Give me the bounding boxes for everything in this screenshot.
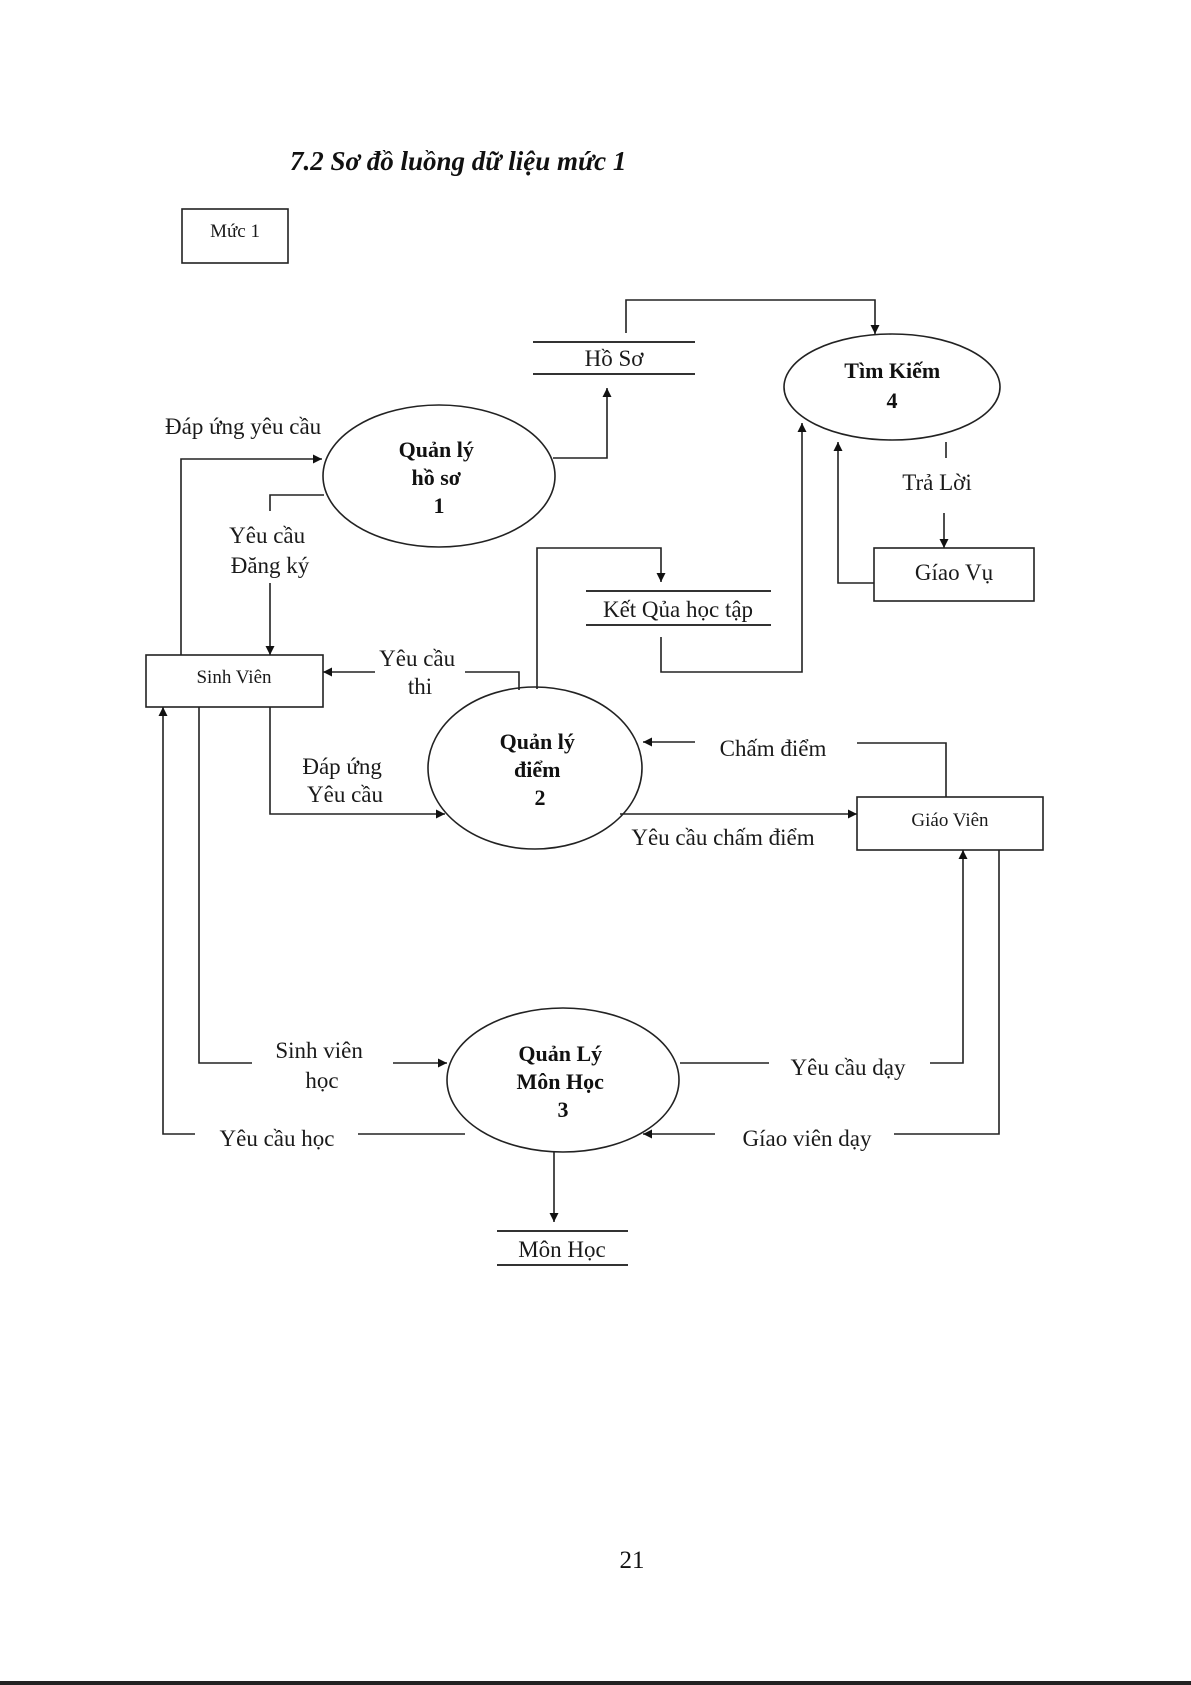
flow-label-giao-vien-day: Gíao viên dạy xyxy=(742,1126,872,1151)
entity-sinh-vien-label: Sinh Viên xyxy=(196,667,272,688)
entity-giao-vien-label: Giáo Viên xyxy=(911,810,989,831)
flow-sinh-vien-hoc-a xyxy=(198,707,252,1064)
entity-giao-vien: Giáo Viên xyxy=(856,796,1044,851)
page-number: 21 xyxy=(619,1547,645,1574)
store-mon-hoc-label: Môn Học xyxy=(518,1237,606,1262)
flow-giao-vien-day-a xyxy=(894,850,1000,1135)
store-ket-qua-label: Kết Qủa học tập xyxy=(603,597,753,622)
flow-label-sinh-vien-hoc: Sinh viên học xyxy=(275,1038,368,1093)
process-1-quan-ly-ho-so: Quản lý hồ sơ 1 xyxy=(322,404,556,548)
flow-yeu-cau-day-b xyxy=(930,850,968,1064)
store-ket-qua-hoc-tap: Kết Qủa học tập xyxy=(586,590,771,626)
flow-label-yeu-cau-dang-ky: Yêu cầu Đăng ký xyxy=(229,523,311,578)
flow-sinh-vien-to-p1 xyxy=(180,454,322,655)
entity-giao-vu-label: Gíao Vụ xyxy=(915,560,994,585)
flow-label-yeu-cau-day: Yêu cầu dạy xyxy=(791,1055,906,1080)
store-ho-so-label: Hồ Sơ xyxy=(585,346,645,371)
flow-label-tra-loi: Trả Lời xyxy=(902,470,971,495)
process-2-label: Quản lý điểm 2 xyxy=(500,729,581,810)
flow-giao-vu-to-tim-kiem xyxy=(833,442,874,584)
entity-sinh-vien: Sinh Viên xyxy=(145,654,324,708)
flow-sinh-vien-to-p2 xyxy=(269,707,445,819)
flow-p2-yeu-cau-thi-a xyxy=(465,671,520,690)
process-2-quan-ly-diem: Quản lý điểm 2 xyxy=(427,686,643,850)
flow-p2-to-ket-qua xyxy=(536,547,666,689)
flow-label-dap-ung-yeu-cau: Đáp ứng yêu cầu xyxy=(165,414,322,439)
process-1-label: Quản lý hồ sơ 1 xyxy=(399,437,480,518)
entity-giao-vu: Gíao Vụ xyxy=(873,547,1035,602)
store-ho-so: Hồ Sơ xyxy=(533,341,695,375)
flow-ho-so-to-tim-kiem xyxy=(625,299,880,334)
level-box-label: Mức 1 xyxy=(210,221,260,242)
flow-label-yeu-cau-thi: Yêu cầu thi xyxy=(379,646,461,699)
store-mon-hoc: Môn Học xyxy=(497,1230,628,1266)
process-3-label: Quản Lý Môn Học 3 xyxy=(517,1041,610,1122)
flow-giao-vien-cham-diem-a xyxy=(857,742,947,797)
flow-label-cham-diem: Chấm điểm xyxy=(720,736,827,761)
flow-p1-to-ho-so xyxy=(553,388,612,459)
page-title: 7.2 Sơ đồ luồng dữ liệu mức 1 xyxy=(290,146,627,176)
flow-label-yeu-cau-hoc: Yêu cầu học xyxy=(220,1126,335,1151)
level-box: Mức 1 xyxy=(181,208,289,264)
flow-label-yeu-cau-cham-diem: Yêu cầu chấm điểm xyxy=(631,825,814,850)
process-4-label: Tìm Kiếm 4 xyxy=(844,358,945,413)
process-3-quan-ly-mon-hoc: Quản Lý Môn Học 3 xyxy=(446,1007,680,1153)
flow-label-dap-ung-yeu-cau-2: Đáp ứng Yêu cầu xyxy=(302,754,387,807)
flow-yeu-cau-hoc-b xyxy=(158,707,195,1135)
flow-p1-yeu-cau-dang-ky-a xyxy=(269,494,324,511)
process-4-tim-kiem: Tìm Kiếm 4 xyxy=(783,333,1001,441)
bottom-edge-strip xyxy=(0,1681,1191,1685)
flow-ket-qua-to-tim-kiem xyxy=(660,423,807,673)
